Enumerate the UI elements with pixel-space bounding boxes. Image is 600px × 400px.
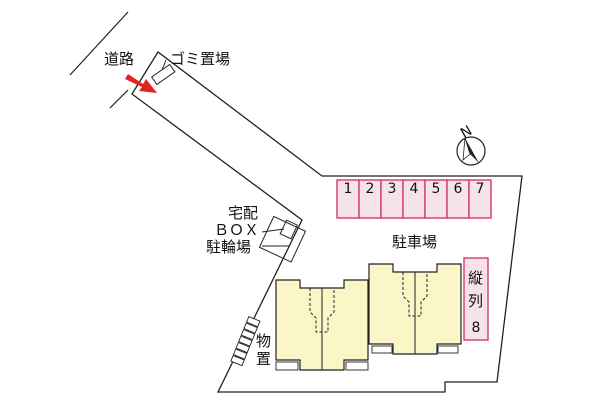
garbage-area xyxy=(150,63,176,86)
road-arrow xyxy=(125,74,157,93)
parking-stall-6-label: 6 xyxy=(454,181,463,197)
vertical-stall-label-char2: 列 xyxy=(468,292,483,310)
delivery-leader-line xyxy=(261,228,285,233)
parking-stall-8 xyxy=(463,257,489,341)
parking-stall-4-label: 4 xyxy=(410,181,419,197)
storage-label-char2: 置 xyxy=(256,350,271,368)
vertical-stall-label-char1: 縦 xyxy=(468,269,483,287)
parking-stall-2-label: 2 xyxy=(366,181,375,197)
parking-label: 駐車場 xyxy=(392,233,437,251)
delivery-box-label-line2: ＢＯＸ xyxy=(214,221,259,239)
parking-stall-7 xyxy=(468,179,492,219)
parking-stalls: 1 2 3 4 5 6 7 xyxy=(336,179,492,219)
vertical-stall-number: 8 xyxy=(472,320,481,336)
building-a xyxy=(275,279,369,371)
garbage-leader-line xyxy=(161,59,167,71)
delivery-box xyxy=(279,219,299,240)
delivery-box-label-line1: 宅配 xyxy=(228,204,258,222)
road-edge-lower xyxy=(109,89,129,109)
parking-stall-3-label: 3 xyxy=(388,181,397,197)
storage-label-char1: 物 xyxy=(256,332,271,350)
garbage-label: ゴミ置場 xyxy=(170,50,230,68)
bicycle-parking-label: 駐輪場 xyxy=(206,238,251,256)
building-b xyxy=(368,263,462,355)
parking-stall-7-label: 7 xyxy=(476,181,485,197)
parking-stall-5-label: 5 xyxy=(432,181,441,197)
road-edge-upper xyxy=(69,11,129,76)
north-compass-icon xyxy=(456,136,486,166)
road-label: 道路 xyxy=(104,50,134,68)
storage-area xyxy=(230,316,261,367)
parking-stall-1-label: 1 xyxy=(344,181,353,197)
